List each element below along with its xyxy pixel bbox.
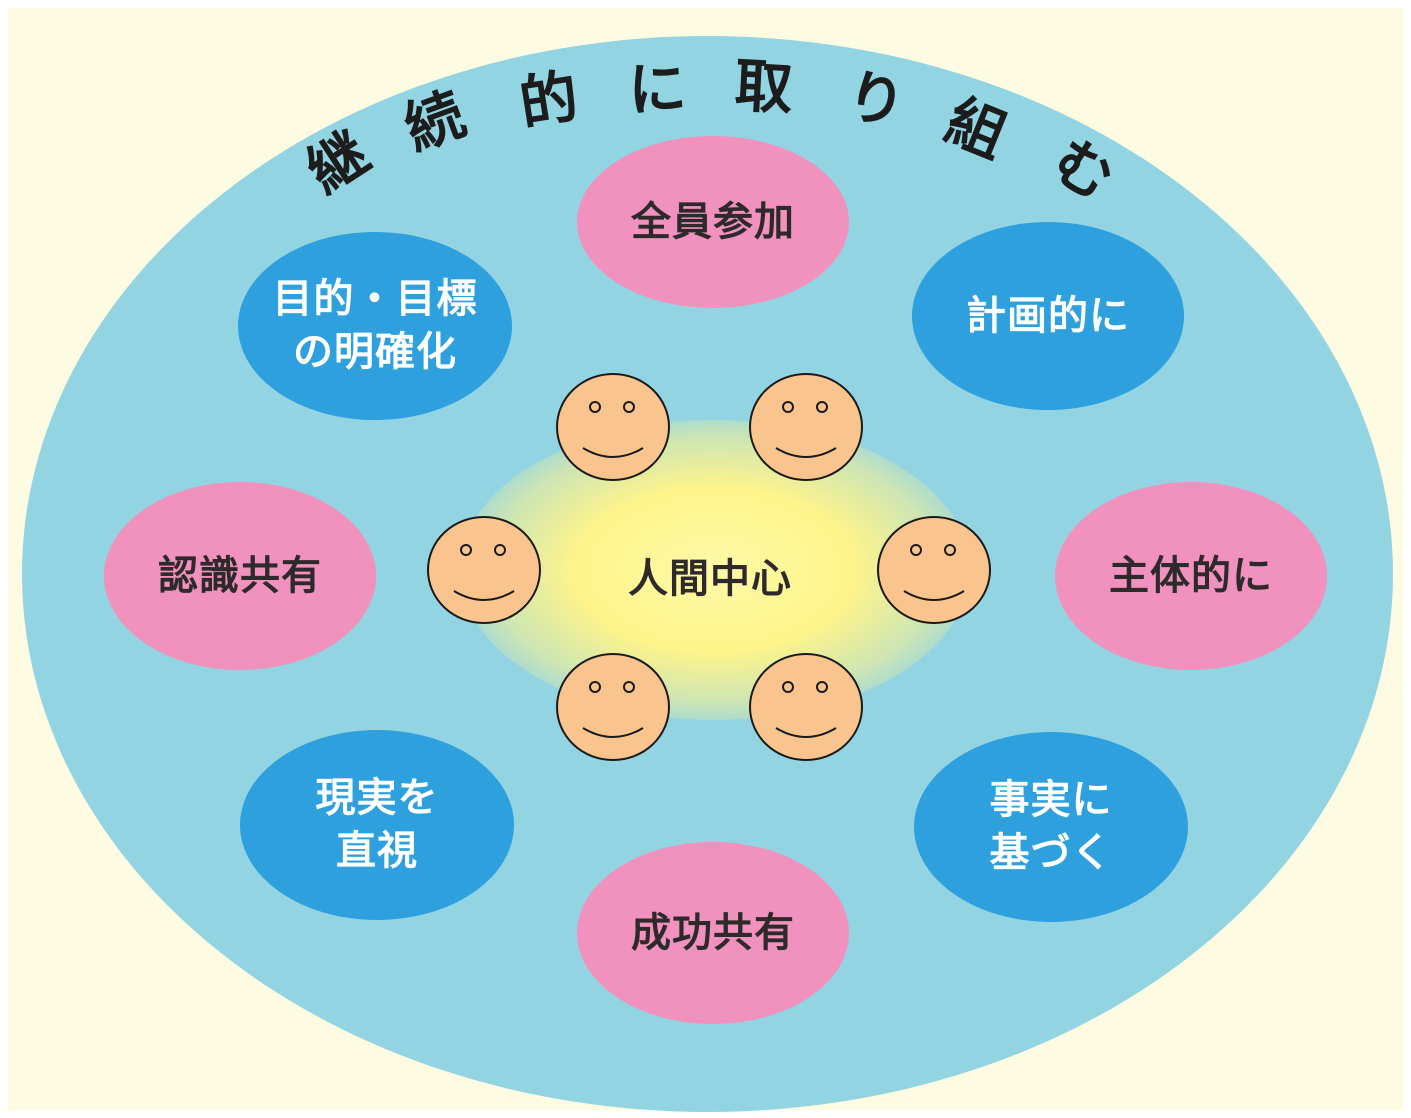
bubble-ninshiki: 認識共有 <box>104 482 376 670</box>
arc-title-char: 取 <box>732 51 795 123</box>
bubble-mokuteki: 目的・目標 の明確化 <box>238 232 512 420</box>
bubble-label: 全員参加 <box>631 198 795 245</box>
bubble-jijitsu: 事実に 基づく <box>914 732 1188 922</box>
bubble-label: 計画的に <box>966 292 1130 339</box>
bubble-label-line2: 基づく <box>989 830 1113 876</box>
bubble-label-line1: 目的・目標 <box>272 276 478 323</box>
bubble-label-line1: 事実に <box>989 777 1113 824</box>
bubble-label-line1: 現実を <box>315 775 439 822</box>
smiley-face-icon <box>749 653 863 761</box>
bubble-label: 認識共有 <box>158 552 322 599</box>
bubble-label: 主体的に <box>1109 552 1273 599</box>
bubble-seiko: 成功共有 <box>577 842 849 1024</box>
arc-title-char: に <box>626 53 689 125</box>
bubble-label-line2: 直視 <box>336 828 418 874</box>
smiley-face-icon <box>749 373 863 481</box>
smiley-face-icon <box>427 516 541 624</box>
bubble-keikaku: 計画的に <box>912 222 1184 410</box>
smiley-face-icon <box>556 653 670 761</box>
bubble-shutai: 主体的に <box>1055 482 1327 670</box>
center-label: 人間中心 <box>628 556 792 602</box>
arc-title-char: 的 <box>514 61 583 139</box>
bubble-label: 成功共有 <box>631 909 795 956</box>
smiley-face-icon <box>556 373 670 481</box>
smiley-face-icon <box>877 516 991 624</box>
bubble-zenin-sanka: 全員参加 <box>577 136 849 308</box>
arc-title-char: り <box>841 60 912 139</box>
bubble-genjitsu: 現実を 直視 <box>240 730 514 920</box>
bubble-label-line2: の明確化 <box>293 329 457 375</box>
